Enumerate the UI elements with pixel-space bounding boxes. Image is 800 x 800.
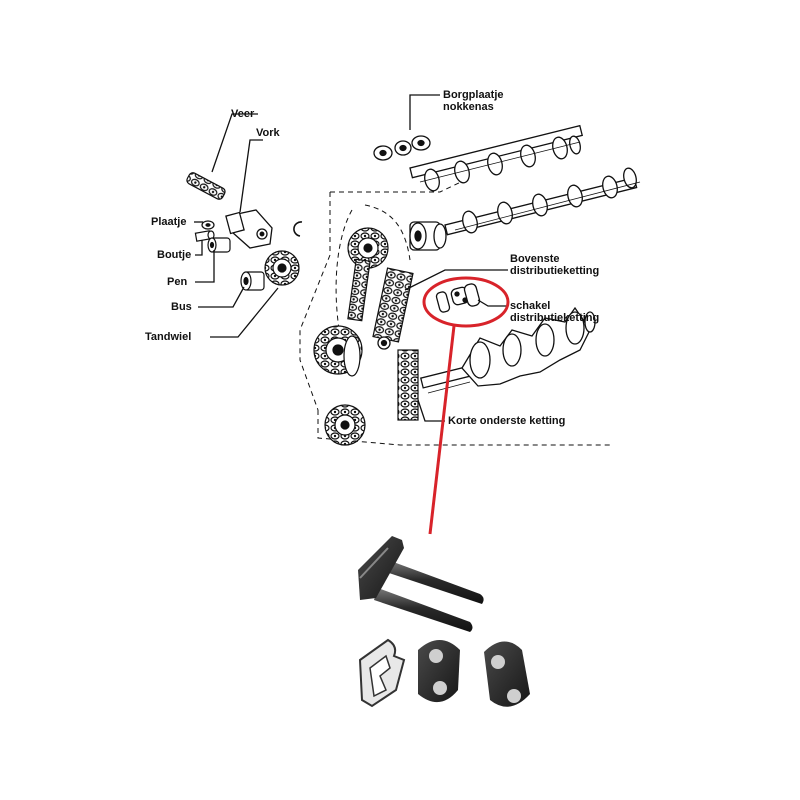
crankshaft (420, 306, 596, 394)
link-outer-plate-2 (484, 641, 530, 707)
label-korte-onderste-ketting: Korte onderste ketting (448, 415, 566, 427)
chain-link-detail (435, 283, 481, 313)
pin-part (207, 237, 231, 253)
label-vork: Vork (256, 127, 280, 139)
spring-leader (211, 113, 258, 173)
link-pin-lower (374, 588, 473, 632)
right-leaders (404, 269, 508, 422)
fork (225, 209, 273, 249)
highlight-circle (422, 276, 510, 328)
link-outer-plate-1 (418, 640, 460, 703)
label-tandwiel: Tandwiel (145, 331, 192, 343)
upper-chain (347, 258, 414, 343)
link-pin-upper (386, 560, 484, 604)
circlip (293, 221, 303, 237)
camshaft-lower (444, 167, 641, 236)
label-veer: Veer (231, 108, 255, 120)
double-sprocket (313, 325, 363, 377)
plate-part (201, 220, 215, 230)
crank-sprocket (324, 404, 366, 446)
bush-part (240, 271, 265, 291)
label-bus: Bus (171, 301, 192, 313)
camshaft-upper (409, 124, 584, 192)
spring (186, 172, 226, 200)
lower-chain (397, 349, 419, 421)
fork-leader (239, 139, 263, 213)
connecting-link-photo (358, 536, 530, 708)
link-spring-clip (358, 638, 406, 708)
part-leaders (194, 221, 279, 338)
label-borgplaatje: Borgplaatje nokkenas (443, 89, 504, 113)
sprocket-tandwiel (264, 250, 300, 286)
highlight-arrow (428, 325, 456, 535)
label-pen: Pen (167, 276, 188, 288)
link-side-plate (358, 536, 404, 600)
camshaft-flange (409, 221, 447, 251)
engine-outline (299, 179, 610, 446)
label-boutje: Boutje (157, 249, 192, 261)
lock-washer-set (373, 135, 431, 161)
borgplaatje-leader (409, 94, 440, 130)
idler-ring (377, 336, 391, 350)
label-schakel-distributieketting: schakel distributieketting (510, 300, 600, 324)
label-bovenste-distributieketting: Bovenste distributieketting (510, 253, 600, 277)
label-plaatje: Plaatje (151, 216, 187, 228)
cam-sprocket (347, 227, 389, 269)
